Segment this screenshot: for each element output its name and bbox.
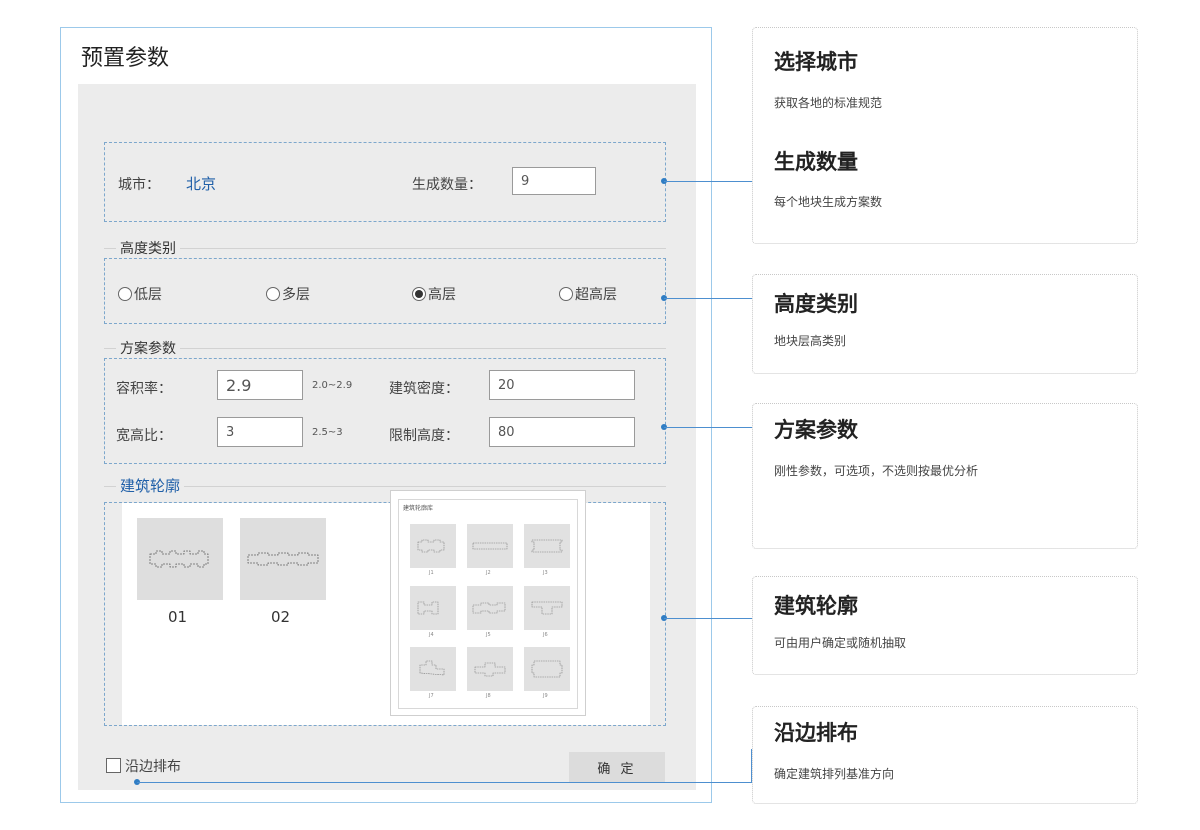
radio-circle-icon xyxy=(118,287,132,301)
card-outline xyxy=(752,576,1138,675)
outline-legend: 建筑轮廓 xyxy=(116,475,185,496)
building-outline-icon xyxy=(531,660,563,678)
card-desc-scheme: 刚性参数，可选项，不选则按最优分析 xyxy=(774,464,979,478)
radio-multi-rise[interactable]: 多层 xyxy=(266,284,310,304)
connector-line-scheme xyxy=(664,427,752,428)
card-title-outline: 建筑轮廓 xyxy=(774,594,858,618)
count-label: 生成数量： xyxy=(412,177,482,193)
library-tile[interactable] xyxy=(467,586,513,630)
city-label: 城市： xyxy=(118,177,160,193)
library-tile-code: J7 xyxy=(429,693,434,699)
building-outline-icon xyxy=(149,550,209,568)
popup-title: 建筑轮廓库 xyxy=(403,505,434,512)
connector-line-height xyxy=(664,298,752,299)
building-outline-icon xyxy=(531,539,563,553)
building-outline-icon xyxy=(247,552,319,566)
library-tile-code: J6 xyxy=(543,632,548,638)
outline-label-01: 01 xyxy=(168,608,188,626)
radio-high-rise[interactable]: 高层 xyxy=(412,284,456,304)
height-group-line xyxy=(104,248,666,249)
library-tile-code: J1 xyxy=(429,570,434,576)
radio-multi-rise-label: 多层 xyxy=(282,287,310,303)
library-tile[interactable] xyxy=(467,524,513,568)
connector-riser-edge xyxy=(751,749,752,783)
library-tile-code: J8 xyxy=(486,693,491,699)
outline-tile-02[interactable] xyxy=(240,518,326,600)
radio-super-high-rise[interactable]: 超高层 xyxy=(559,284,617,304)
building-outline-icon xyxy=(531,601,563,615)
card-title-scheme: 方案参数 xyxy=(774,418,858,442)
outline-group xyxy=(104,502,666,726)
far-range: 2.0~2.9 xyxy=(312,380,353,391)
library-tile-code: J3 xyxy=(543,570,548,576)
library-tile-code: J9 xyxy=(543,693,548,699)
scheme-params-group xyxy=(104,358,666,464)
popup-inner-frame xyxy=(398,499,578,709)
far-input[interactable]: 2.9 xyxy=(217,370,303,400)
library-tile-code: J4 xyxy=(429,632,434,638)
ratio-label: 宽高比： xyxy=(116,428,172,444)
radio-low-rise-label: 低层 xyxy=(134,287,162,303)
confirm-button[interactable]: 确 定 xyxy=(569,752,665,782)
card-height xyxy=(752,274,1138,374)
outline-tile-01[interactable] xyxy=(137,518,223,600)
card-edge xyxy=(752,706,1138,804)
density-input[interactable]: 20 xyxy=(489,370,635,400)
connector-line-outline xyxy=(664,618,752,619)
building-outline-icon xyxy=(474,662,506,677)
library-tile-code: J2 xyxy=(486,570,491,576)
card-desc-height: 地块层高类别 xyxy=(774,334,847,348)
scheme-group-line xyxy=(104,348,666,349)
card-title-edge: 沿边排布 xyxy=(774,721,858,745)
connector-line-city xyxy=(664,181,752,182)
card-desc-outline: 可由用户确定或随机抽取 xyxy=(774,636,907,650)
card-title-city: 选择城市 xyxy=(774,50,858,74)
card-desc-city: 获取各地的标准规范 xyxy=(774,96,883,110)
radio-low-rise[interactable]: 低层 xyxy=(118,284,162,304)
ratio-range: 2.5~3 xyxy=(312,427,343,438)
library-tile[interactable] xyxy=(524,586,570,630)
city-value-link[interactable]: 北京 xyxy=(186,175,217,193)
height-legend: 高度类别 xyxy=(116,238,180,258)
library-tile[interactable] xyxy=(524,524,570,568)
library-tile[interactable] xyxy=(467,647,513,691)
height-options-group xyxy=(104,258,666,324)
count-input[interactable]: 9 xyxy=(512,167,596,195)
radio-circle-icon xyxy=(266,287,280,301)
edge-layout-checkbox[interactable] xyxy=(106,758,121,773)
card-scheme xyxy=(752,403,1138,549)
height-limit-label: 限制高度： xyxy=(389,428,459,444)
card-desc-edge: 确定建筑排列基准方向 xyxy=(774,767,895,781)
density-label: 建筑密度： xyxy=(389,381,459,397)
radio-selected-icon xyxy=(412,287,426,301)
library-tile[interactable] xyxy=(410,524,456,568)
radio-high-rise-label: 高层 xyxy=(428,287,456,303)
card-title-count: 生成数量 xyxy=(774,150,858,174)
building-outline-icon xyxy=(472,602,506,614)
connector-line-edge xyxy=(137,782,752,783)
library-tile-code: J5 xyxy=(486,632,491,638)
library-tile[interactable] xyxy=(524,647,570,691)
edge-layout-label: 沿边排布 xyxy=(125,759,181,775)
ratio-input[interactable]: 3 xyxy=(217,417,303,447)
height-limit-input[interactable]: 80 xyxy=(489,417,635,447)
card-title-height: 高度类别 xyxy=(774,292,858,316)
dialog-title: 预置参数 xyxy=(81,46,170,71)
building-outline-icon xyxy=(472,542,508,550)
library-tile[interactable] xyxy=(410,647,456,691)
far-label: 容积率： xyxy=(116,381,172,397)
radio-circle-icon xyxy=(559,287,573,301)
outline-group-line xyxy=(104,486,666,487)
building-outline-icon xyxy=(417,539,445,553)
card-desc-count: 每个地块生成方案数 xyxy=(774,195,883,209)
building-outline-icon xyxy=(417,601,439,615)
scheme-legend: 方案参数 xyxy=(116,338,180,358)
building-outline-icon xyxy=(419,660,445,676)
outline-label-02: 02 xyxy=(271,608,291,626)
card-city-count xyxy=(752,27,1138,244)
library-tile[interactable] xyxy=(410,586,456,630)
radio-super-high-rise-label: 超高层 xyxy=(575,287,617,303)
